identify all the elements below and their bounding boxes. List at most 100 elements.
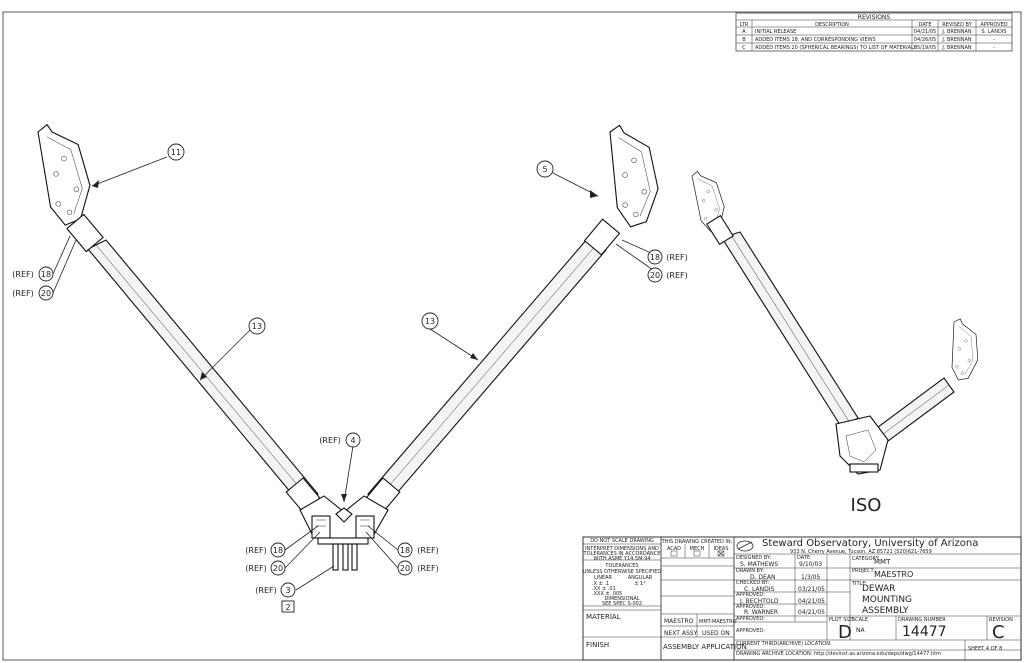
drawn-by: D. DEAN [750,574,775,581]
svg-text:13: 13 [425,317,435,326]
callout-20-right: 20 (REF) [647,267,688,283]
next-assy-label: NEXT ASSY [664,630,698,637]
callout-20-hub-right: 20 (REF) [397,560,439,576]
title-label: TITLE: [851,581,868,587]
angular-tol: ± 1° [634,581,646,587]
plot-size: D [838,622,852,643]
svg-text:(REF): (REF) [417,546,438,555]
approved-2: R. WARNER [744,609,778,616]
svg-text:(REF): (REF) [666,253,687,262]
designed-by: S. MATHEWS [740,561,778,568]
svg-text:13: 13 [252,322,262,331]
plot-size-label: PLOT SIZE [829,617,854,623]
callout-3: (REF) 3 [255,582,296,598]
svg-text:(REF): (REF) [245,564,266,573]
title-line-3: ASSEMBLY [862,606,909,616]
maestro-ref: MAESTRO [664,618,694,625]
svg-text:20: 20 [400,564,410,573]
revisions-row-0-cell-3: J. BRENNAN [941,29,972,35]
callout-13-right: 13 [421,312,439,330]
svg-text:20: 20 [41,289,51,298]
iso-view: ISO [691,167,981,516]
revisions-row-2-cell-0: C [742,45,746,51]
callout-20-hub-left: (REF) 20 [245,560,286,576]
project-label: PROJECT: [852,568,875,574]
drawing-number: 14477 [902,624,947,640]
revisions-row-0-cell-0: A [742,29,746,35]
checked-date: 03/21/05 [798,586,825,593]
revision-label: REVISION [989,617,1013,623]
archive-location: DRAWING ARCHIVE LOCATION: http://devinst… [736,651,941,657]
cad-mech: MECH [690,546,705,552]
title-line-1: DEWAR [862,584,895,594]
approved-2-label: APPROVED: [736,604,765,610]
assembly-application-label: ASSEMBLY APPLICATION [663,643,747,651]
project: MAESTRO [874,570,913,579]
checked-by: C. LANDIS [744,586,774,593]
approved-1-date: 04/21/05 [798,598,825,605]
current-location: CURRENT THIRD(ARCHIVE) LOCATION: [736,641,832,647]
svg-text:20: 20 [650,271,660,280]
right-strut-tube [365,218,621,513]
revisions-row-1-cell-2: 04/26/05 [914,37,936,43]
callout-2: 2 [281,600,295,613]
category-label: CATEGORY: [852,556,880,562]
dimensional-label: DIMENSIONAL [604,596,639,602]
callout-20-left: (REF) 20 [12,285,54,301]
scale-label: SCALE [852,617,868,623]
checked-by-label: CHECKED BY: [736,580,769,586]
svg-text:(REF): (REF) [255,586,276,595]
revisions-header-4: APPROVED [980,22,1007,28]
revision-letter: C [992,622,1005,643]
title-line-2: MOUNTING [862,595,912,605]
linear-tol-2: .XX ± .01 [592,586,616,592]
do-not-scale-note: DO NOT SCALE DRAWING [590,538,654,544]
callout-4: 4 (REF) [319,432,361,448]
svg-text:(REF): (REF) [12,270,33,279]
revisions-header-0: LTR [740,22,749,28]
revisions-row-0-cell-4: S. LANDIS [982,29,1007,35]
callout-11: 11 [167,143,185,161]
revisions-row-2-cell-2: 05/19/05 [914,45,936,51]
scale: NA [856,627,865,634]
revisions-header-3: REVISED BY [942,22,972,28]
organization-name: Steward Observatory, University of Arizo… [762,538,978,549]
leader-lines [52,156,661,591]
revisions-header-2: DATE [918,22,931,28]
svg-text:5: 5 [542,165,547,174]
svg-text:18: 18 [400,546,410,555]
right-mounting-bracket [609,122,662,229]
observatory-logo [736,540,754,552]
approved-2-date: 04/21/05 [798,609,825,616]
callout-18-hub-right: 18 (REF) [397,542,439,558]
approved-1: J. BECHTOLD [739,598,779,605]
designed-date: 9/10/03 [799,561,822,568]
revisions-row-1-cell-4: - [993,37,995,43]
created-in-label: THIS DRAWING CREATED IN: [661,539,733,545]
revisions-row-1-cell-3: J. BRENNAN [941,37,972,43]
designed-by-label: DESIGNED BY: [736,555,771,561]
svg-text:20: 20 [273,564,283,573]
sheet-number: SHEET 4 OF 8 [968,646,1002,652]
revisions-row-0-cell-2: 04/21/05 [914,29,936,35]
see-spec-note: SEE SPEC S-002 [602,601,642,607]
svg-text:4: 4 [350,436,355,445]
revisions-title: REVISIONS [858,14,891,21]
tolerances-label: TOLERANCES [604,563,638,569]
apex-hub [299,495,389,571]
approved-3-label: APPROVED: [736,616,765,622]
revisions-row-2-cell-1: ADDED ITEMS 20 (SPHERICAL BEARINGS) TO L… [755,45,917,51]
sheet-border [2,11,1022,661]
revisions-row-1-cell-0: B [742,37,746,43]
callout-18-hub-left: (REF) 18 [245,542,286,558]
interpret-note-1: INTERPRET DIMENSIONS AND [585,546,659,552]
iso-label: ISO [851,495,882,516]
title-block: DO NOT SCALE DRAWING INTERPRET DIMENSION… [582,536,1022,661]
used-on-label: USED ON [702,630,730,637]
category: MMT [874,558,891,566]
svg-text:11: 11 [171,148,181,157]
drawing-number-label: DRAWING NUMBER [898,617,946,623]
material-label: MATERIAL [586,613,621,621]
revisions-row-0-cell-1: INITIAL RELEASE [755,29,796,35]
revisions-header-1: DESCRIPTION [815,22,849,28]
